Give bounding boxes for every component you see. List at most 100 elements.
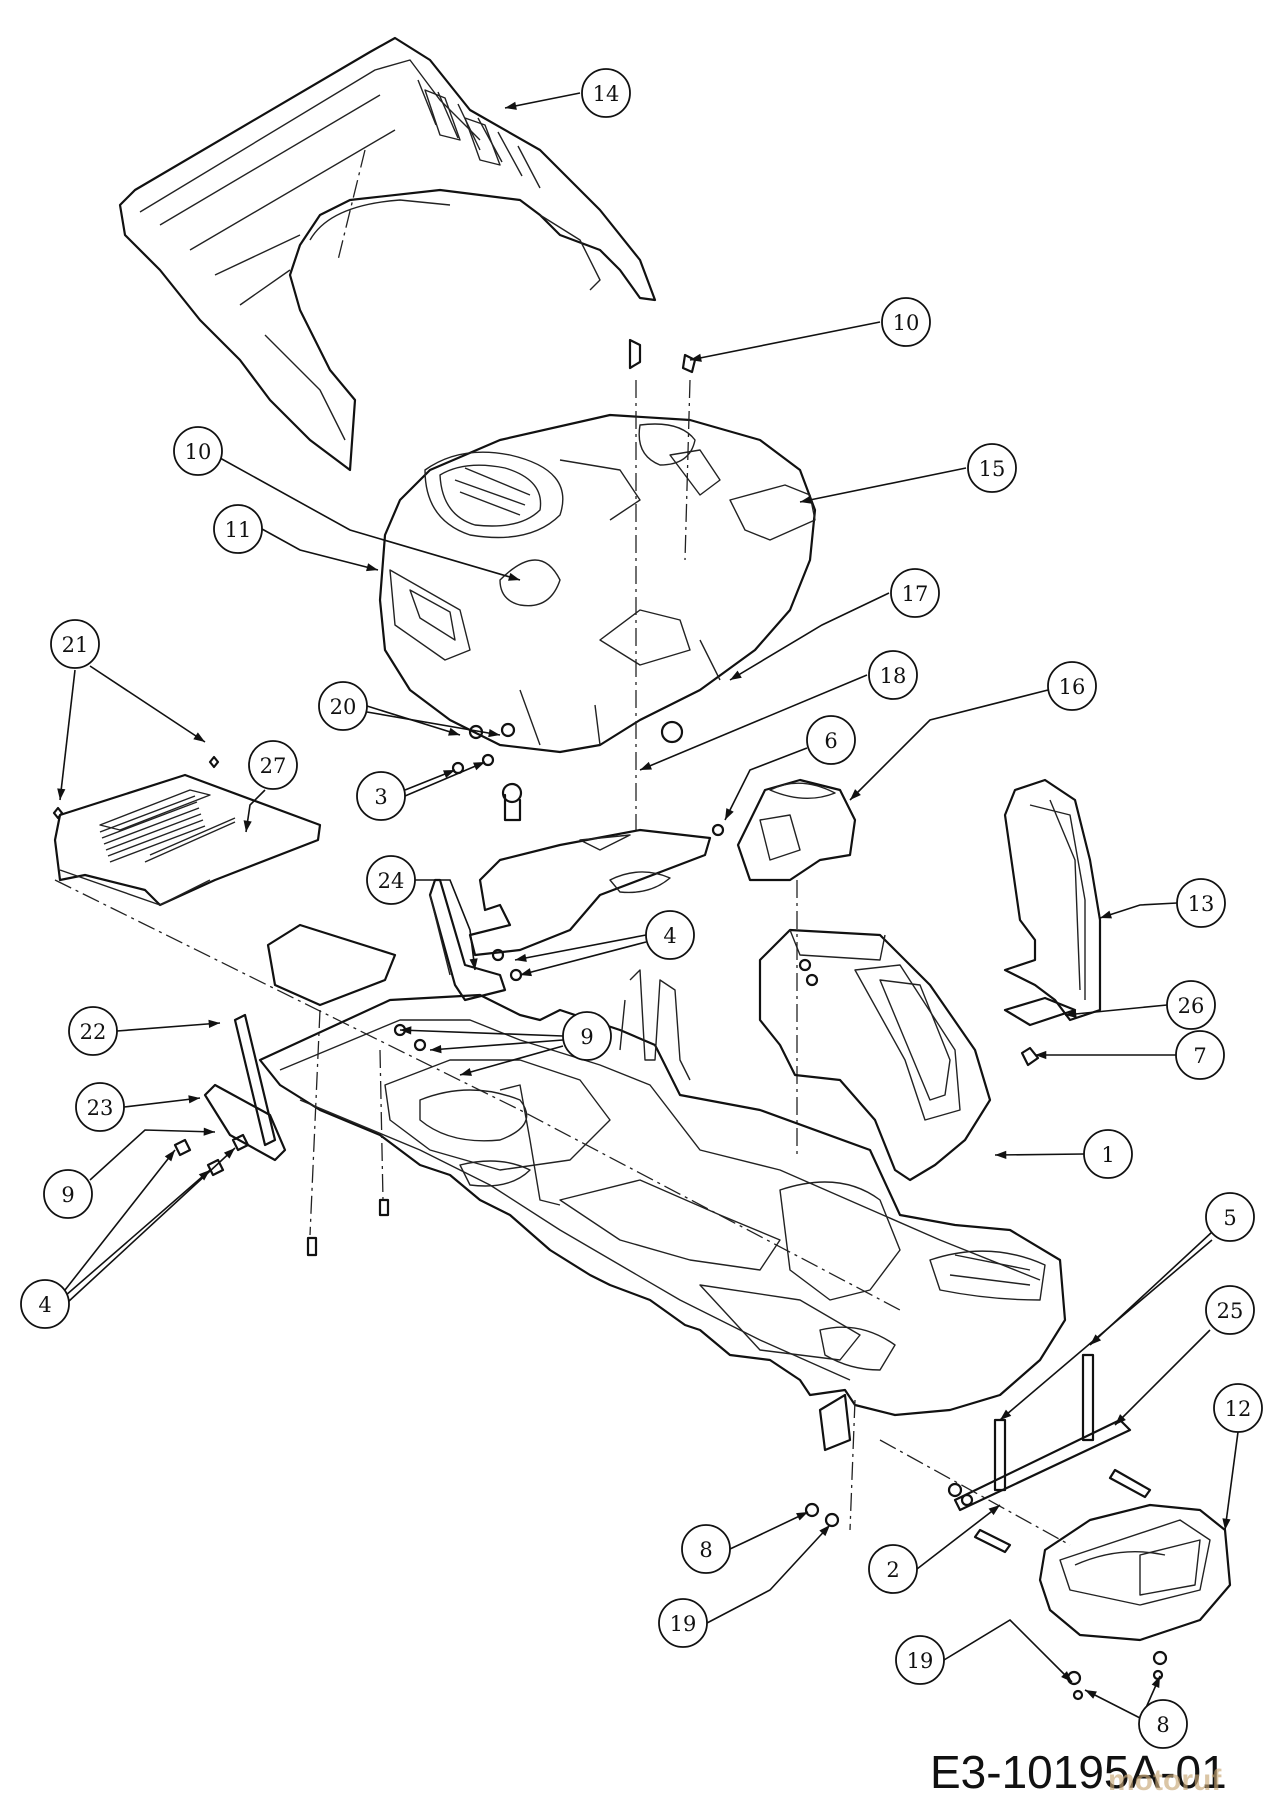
callout-leader: [994, 1153, 1085, 1156]
callout-circle: [50, 619, 100, 669]
part-screw-7: [1020, 1046, 1040, 1067]
callout-number: 22: [80, 1020, 107, 1044]
callout-arrowhead: [819, 1525, 830, 1537]
callout-number: 18: [880, 664, 907, 688]
callout-arrowhead: [640, 761, 652, 770]
callout-circle: [1175, 1030, 1225, 1080]
callout-circle: [75, 1082, 125, 1132]
callout-arrowhead: [188, 1095, 200, 1104]
callout-arrowhead: [208, 1019, 220, 1028]
callout-arrowhead: [515, 953, 527, 962]
part-frame: [258, 969, 1067, 1452]
callout-leader: [519, 941, 647, 976]
callout-arrowhead: [800, 495, 812, 504]
callout-number: 12: [1225, 1397, 1252, 1421]
axis-line: [849, 1399, 856, 1531]
callout-leader: [504, 92, 581, 109]
callout-circle: [1176, 878, 1226, 928]
callout-leader: [1224, 1431, 1239, 1531]
callout-number: 9: [61, 1183, 74, 1207]
callout-number: 17: [902, 582, 929, 606]
callout-number: 10: [185, 440, 212, 464]
callout-number: 10: [893, 311, 920, 335]
callout-leader: [64, 1169, 211, 1297]
callout-arrowhead: [1115, 1414, 1126, 1425]
callout-circle: [562, 1011, 612, 1061]
part-bumper-bar: [953, 1353, 1152, 1554]
callout-circle: [43, 1169, 93, 1219]
callout-number: 25: [1217, 1299, 1244, 1323]
callout-leader: [706, 1524, 831, 1624]
part-bolts: [306, 1198, 390, 1257]
callout-circle: [318, 681, 368, 731]
callout-number: 8: [1156, 1713, 1169, 1737]
callout-leader: [799, 467, 967, 503]
callout-number: 3: [374, 785, 387, 809]
callout-number: 16: [1059, 675, 1086, 699]
callout-leader: [689, 321, 881, 361]
axis-line: [379, 1049, 384, 1201]
callout-leader: [366, 711, 501, 736]
callout-number: 21: [62, 633, 89, 657]
callout-circle: [68, 1006, 118, 1056]
callout-leader: [729, 592, 890, 681]
callout-arrowhead: [400, 1026, 412, 1035]
part-nuts-21: [52, 755, 220, 820]
callout-circle: [1213, 1383, 1263, 1433]
callout-leader: [459, 1045, 564, 1076]
part-fender-cover: [118, 36, 657, 472]
part-bracket-arm: [173, 1013, 287, 1177]
callout-circle: [1205, 1192, 1255, 1242]
callout-leader: [116, 1022, 221, 1032]
callout-arrowhead: [243, 820, 252, 832]
callout-leader: [849, 689, 1049, 801]
callout-arrowhead: [1085, 1690, 1097, 1699]
callout-circle: [356, 771, 406, 821]
callout-number: 1: [1101, 1143, 1114, 1167]
callout-number: 2: [886, 1558, 899, 1582]
callout-leader: [943, 1618, 1073, 1683]
callout-arrowhead: [1100, 910, 1112, 919]
axis-line: [337, 149, 366, 261]
callout-leader: [639, 674, 868, 771]
callout-arrowhead: [796, 1512, 808, 1521]
callout-leader: [64, 1149, 176, 1291]
callout-number: 24: [378, 869, 405, 893]
callout-circle: [868, 1544, 918, 1594]
part-cap-18: [660, 720, 684, 744]
callout-leader: [404, 761, 486, 797]
callout-arrowhead: [193, 732, 205, 742]
callout-arrowhead: [203, 1127, 215, 1136]
part-console-cap: [736, 778, 857, 882]
callout-number: 6: [824, 729, 837, 753]
axis-line: [684, 379, 691, 561]
callout-arrowhead: [448, 727, 460, 736]
callout-circle: [20, 1279, 70, 1329]
callout-number: 4: [663, 924, 676, 948]
callout-circle: [1138, 1699, 1188, 1749]
callout-number: 27: [260, 754, 287, 778]
part-grille-plate: [53, 773, 322, 907]
callout-arrowhead: [469, 958, 478, 970]
callout-number: 26: [1178, 994, 1205, 1018]
callout-leader: [67, 1147, 236, 1303]
callout-arrowhead: [1065, 1009, 1077, 1018]
callout-arrowhead: [995, 1150, 1007, 1159]
callout-number: 13: [1188, 892, 1215, 916]
callout-number: 15: [979, 457, 1006, 481]
callout-leader: [89, 1129, 216, 1181]
callout-circle: [1047, 661, 1097, 711]
callout-arrowhead: [473, 762, 485, 771]
callout-arrowhead: [508, 572, 520, 581]
callout-leader: [1114, 1329, 1211, 1426]
callout-circle: [173, 426, 223, 476]
callout-number: 9: [580, 1025, 593, 1049]
callout-number: 5: [1223, 1206, 1236, 1230]
callout-number: 19: [907, 1649, 934, 1673]
callout-circle: [1205, 1285, 1255, 1335]
callout-arrowhead: [430, 1045, 442, 1054]
callout-arrowhead: [443, 770, 455, 779]
callout-arrowhead: [366, 563, 378, 572]
axis-line: [54, 879, 901, 1311]
